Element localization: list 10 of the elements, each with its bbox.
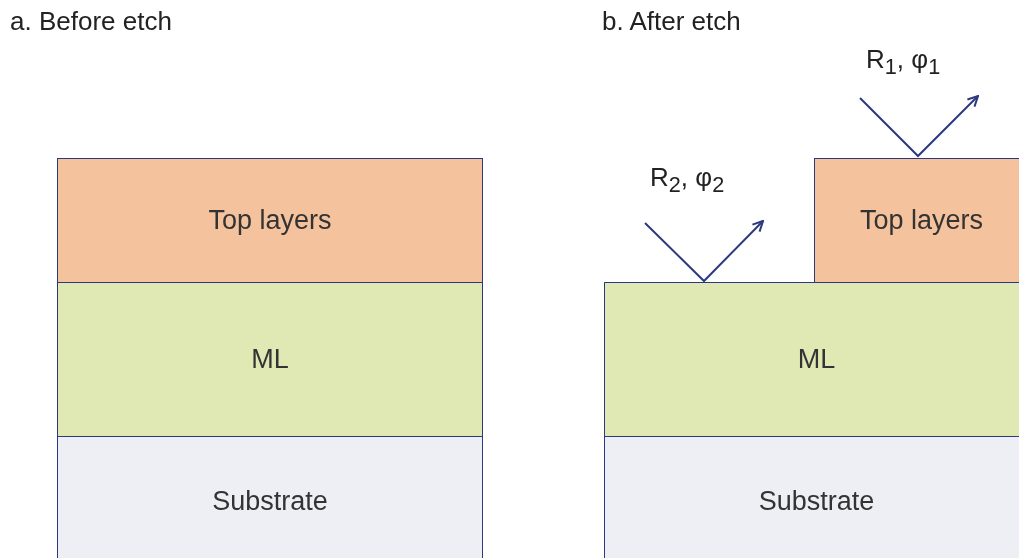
top-layer-block: Top layers <box>57 158 483 283</box>
ml-layer-block: ML <box>57 282 483 437</box>
panel-heading: a. Before etch <box>10 6 172 37</box>
substrate-block: Substrate <box>57 436 483 558</box>
top-layer-block: Top layers <box>814 158 1019 283</box>
panel-heading: b. After etch <box>602 6 741 37</box>
ml-layer-block: ML <box>604 282 1019 437</box>
reflectance-label: R$_{1}$, φ$_{1}$ <box>866 44 941 81</box>
reflectance-label: R$_{2}$, φ$_{2}$ <box>650 162 725 199</box>
substrate-block: Substrate <box>604 436 1019 558</box>
